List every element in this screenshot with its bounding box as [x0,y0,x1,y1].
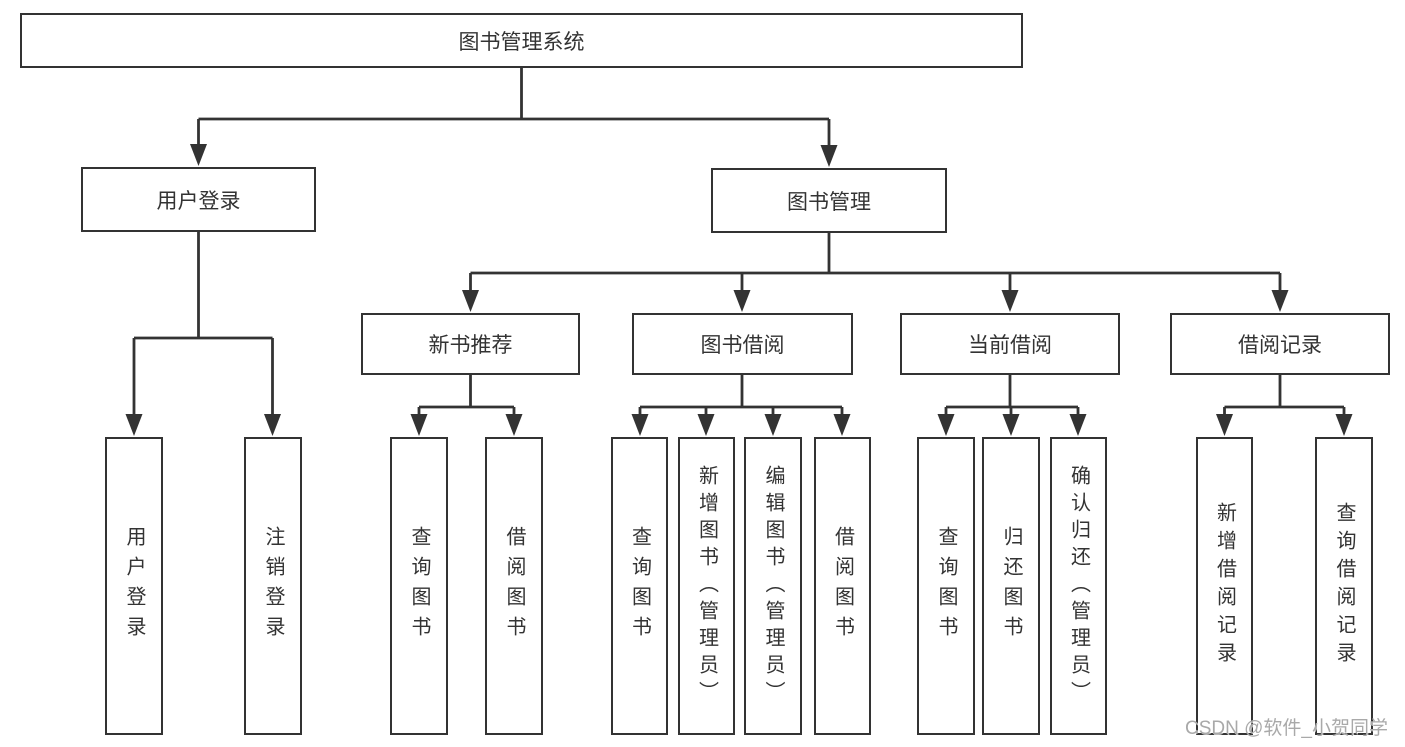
leaf-add-book-admin: 新增图书（管理员） [678,437,735,735]
leaf-user-login-label: 用户登录 [123,526,145,646]
leaf-user-login: 用户登录 [105,437,163,735]
leaf-borrowing-borrow: 借阅图书 [814,437,871,735]
node-book-management: 图书管理 [711,168,947,233]
leaf-logout-label: 注销登录 [262,526,284,646]
leaf-query-borrow-record-label: 查询借阅记录 [1333,502,1355,670]
leaf-newbooks-borrow: 借阅图书 [485,437,543,735]
leaf-borrowing-borrow-label: 借阅图书 [831,526,854,646]
leaf-newbooks-borrow-label: 借阅图书 [503,526,525,646]
leaf-add-book-admin-label: 新增图书（管理员） [695,464,718,708]
leaf-current-query-label: 查询图书 [935,526,957,646]
leaf-add-borrow-record-label: 新增借阅记录 [1213,502,1236,670]
node-user-login-branch: 用户登录 [81,167,316,232]
node-current-borrowing-label: 当前借阅 [968,334,1052,357]
csdn-watermark: CSDN @软件_小贺同学 [1185,718,1388,739]
leaf-borrowing-query-label: 查询图书 [628,526,651,646]
node-book-borrowing-label: 图书借阅 [700,334,785,357]
node-new-book-recommend: 新书推荐 [361,313,580,375]
leaf-current-query: 查询图书 [917,437,975,735]
leaf-return-book-label: 归还图书 [1000,526,1022,646]
node-library-system-label: 图书管理系统 [458,30,585,54]
leaf-query-borrow-record: 查询借阅记录 [1315,437,1373,735]
leaf-newbooks-query-label: 查询图书 [408,526,430,646]
leaf-borrowing-query: 查询图书 [611,437,668,735]
node-current-borrowing: 当前借阅 [900,313,1120,375]
node-user-login-branch-label: 用户登录 [156,189,241,213]
leaf-add-borrow-record: 新增借阅记录 [1196,437,1253,735]
node-borrowing-records-label: 借阅记录 [1238,334,1322,357]
leaf-return-book: 归还图书 [982,437,1040,735]
leaf-confirm-return-admin: 确认归还（管理员） [1050,437,1107,735]
leaf-logout: 注销登录 [244,437,302,735]
node-book-borrowing: 图书借阅 [632,313,853,375]
leaf-edit-book-admin-label: 编辑图书（管理员） [762,464,784,708]
leaf-confirm-return-admin-label: 确认归还（管理员） [1067,464,1090,708]
node-library-system: 图书管理系统 [20,13,1023,68]
node-borrowing-records: 借阅记录 [1170,313,1390,375]
leaf-newbooks-query: 查询图书 [390,437,448,735]
node-new-book-recommend-label: 新书推荐 [428,334,513,357]
node-book-management-label: 图书管理 [787,190,871,214]
leaf-edit-book-admin: 编辑图书（管理员） [744,437,802,735]
